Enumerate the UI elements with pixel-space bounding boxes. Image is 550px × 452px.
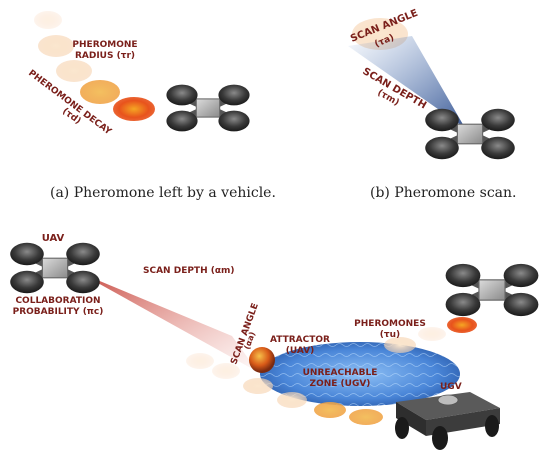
panel-a: PHEROMONE RADIUS (τr) PHEROMONE DECAY (τ… (26, 11, 251, 138)
trail-pheromone-3 (243, 378, 273, 394)
ugv-body-side (396, 402, 426, 436)
trail-pheromone-8 (418, 327, 446, 341)
ugv-sensor (437, 394, 459, 406)
attractor-label-1: ATTRACTOR (270, 335, 330, 345)
quadcopter-uav (9, 242, 101, 294)
ugv-wheel-1 (395, 417, 409, 439)
collaboration-label-1: COLLABORATION (15, 296, 100, 306)
pheromone-mid-4 (80, 80, 120, 104)
quadcopter-a (165, 83, 251, 133)
trail-pheromone-2 (212, 363, 240, 379)
zone-label-1: UNREACHABLE (303, 368, 378, 378)
pheromone-trail-c (186, 317, 477, 425)
quadcopter-b (424, 108, 516, 160)
trail-pheromone-5 (314, 402, 346, 418)
pheromone-weak-3 (56, 60, 92, 82)
attractor-sphere (249, 347, 275, 373)
trail-pheromone-7 (384, 337, 416, 353)
ugv-wheel-3 (485, 415, 499, 437)
caption-a: (a) Pheromone left by a vehicle. (50, 185, 276, 201)
trail-pheromone-1 (186, 353, 214, 369)
pheromones-label-1: PHEROMONES (354, 319, 426, 329)
trail-pheromone-6 (349, 409, 383, 425)
panel-c: UAV SCAN DEPTH (αm) COLLABORATION PROBAB… (9, 233, 540, 450)
ugv-wheel-2 (432, 426, 448, 450)
unreachable-zone-texture (260, 342, 460, 406)
caption-b: (b) Pheromone scan. (370, 185, 517, 201)
uav-label: UAV (42, 233, 65, 244)
scan-cone-c (78, 272, 258, 372)
pheromone-strong-5 (113, 97, 155, 121)
zone-label-2: ZONE (UGV) (310, 379, 371, 389)
trail-pheromone-9 (447, 317, 477, 333)
ugv-label: UGV (440, 382, 462, 392)
quadcopter-right (444, 263, 540, 317)
pheromone-faint-2 (38, 35, 74, 57)
ugv-vehicle (395, 392, 500, 450)
pheromone-radius-label-2: RADIUS (τr) (75, 51, 135, 61)
trail-pheromone-4 (277, 392, 307, 408)
pheromones-label-2: (τu) (380, 330, 400, 340)
ugv-body-top (396, 392, 500, 420)
pheromone-radius-label-1: PHEROMONE (72, 40, 137, 50)
collaboration-label-2: PROBABILITY (πc) (13, 307, 104, 317)
scan-cone-b (348, 36, 465, 128)
attractor-label-2: (UAV) (286, 346, 315, 356)
pheromone-faint-1 (34, 11, 62, 29)
pheromone-trail-a (34, 11, 155, 121)
panel-b: SCAN ANGLE (τa) SCAN DEPTH (τm) (348, 8, 516, 160)
scan-depth-c-label: SCAN DEPTH (αm) (143, 266, 235, 276)
